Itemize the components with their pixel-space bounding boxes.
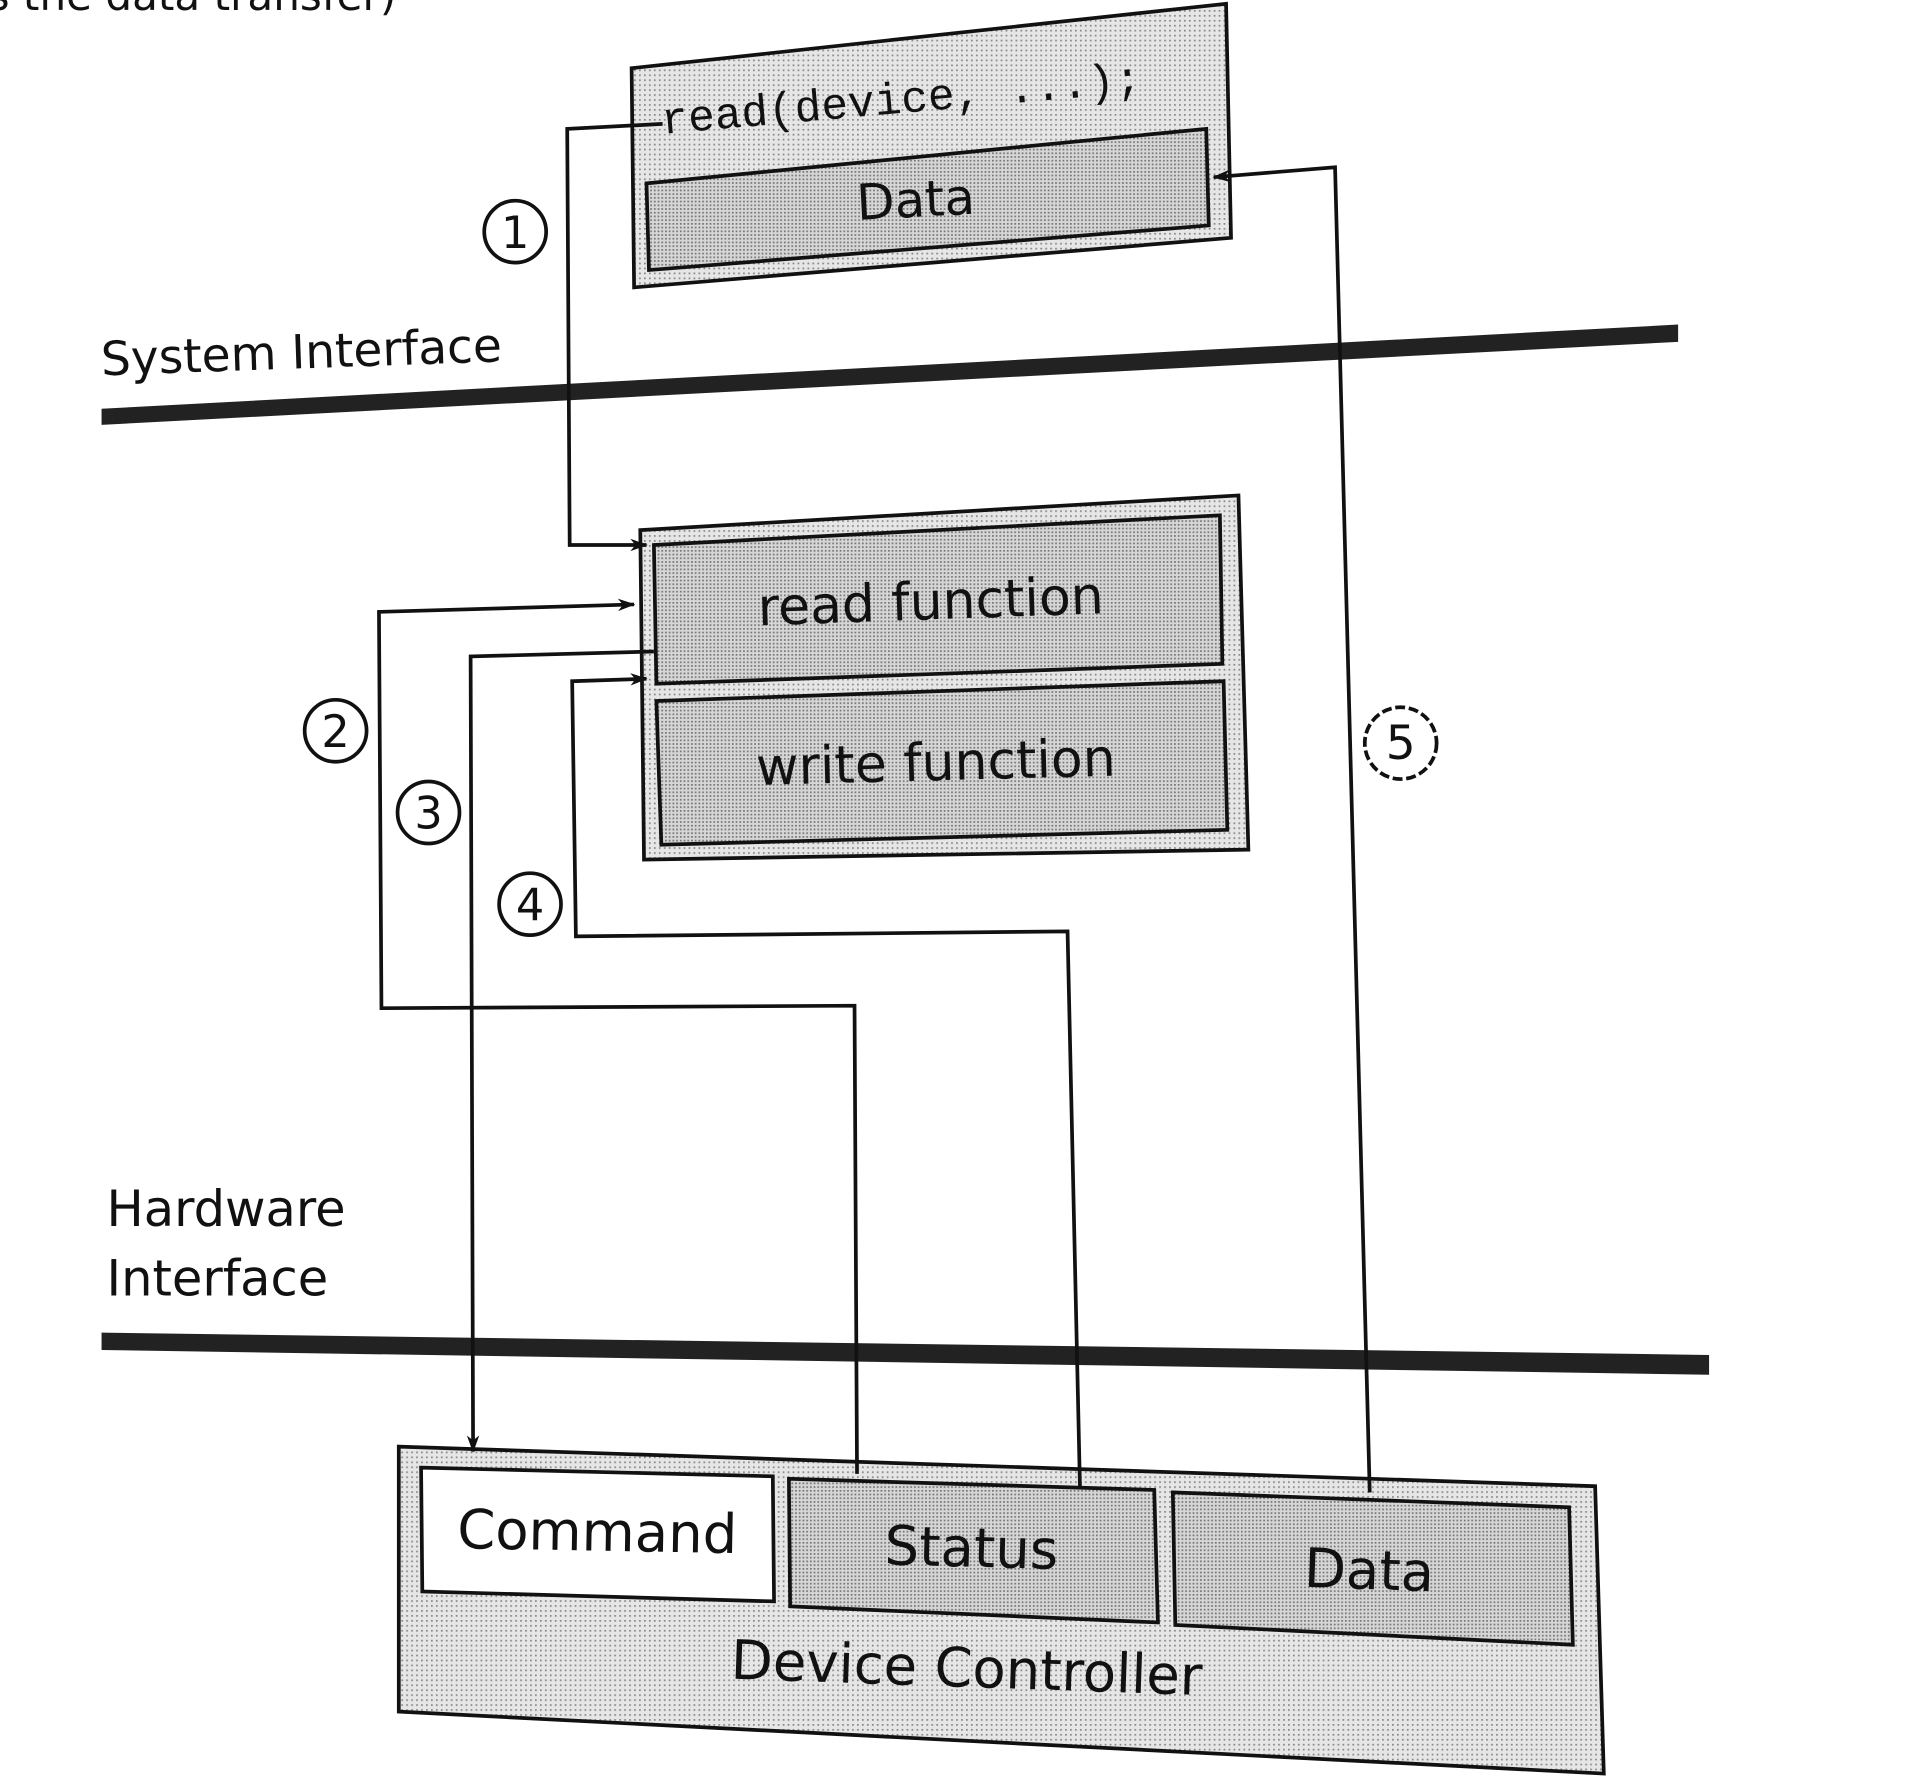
caption-fragment: s the data transfer)	[0, 0, 396, 20]
device-controller-box: Command Status Data Device Controller	[396, 1444, 1606, 1776]
step-3-marker: 3	[395, 779, 462, 846]
write-function-label: write function	[755, 729, 1116, 798]
step-2-arrow	[377, 598, 859, 1474]
step-1-marker: 1	[482, 198, 549, 265]
svg-text:2: 2	[321, 706, 349, 758]
status-register: Status	[787, 1476, 1160, 1625]
svg-text:5: 5	[1386, 716, 1416, 771]
step-4-arrow	[570, 673, 1082, 1487]
read-function-label: read function	[757, 566, 1105, 638]
user-data-label: Data	[855, 168, 976, 232]
user-data-buffer: Data	[644, 126, 1211, 273]
step-4-marker: 4	[497, 871, 563, 937]
svg-text:1: 1	[501, 207, 529, 259]
command-register: Command	[419, 1465, 776, 1604]
system-interface-label: System Interface	[100, 318, 503, 387]
hardware-interface-line	[101, 1332, 1710, 1375]
read-function-box: read function	[652, 513, 1225, 686]
step-markers: 1 2 3 4 5	[302, 198, 1439, 937]
svg-text:3: 3	[414, 788, 442, 840]
step-5-arrow	[1212, 165, 1372, 1493]
write-function-box: write function	[654, 679, 1230, 847]
step-1-arrow	[565, 122, 663, 552]
command-register-label: Command	[457, 1497, 738, 1566]
status-register-label: Status	[884, 1513, 1059, 1582]
hardware-interface-label-line1: Hardware	[107, 1180, 346, 1238]
hardware-interface-label-line2: Interface	[107, 1250, 329, 1308]
device-driver-box: read function write function	[638, 493, 1251, 862]
step-3-arrow	[466, 649, 654, 1453]
svg-text:4: 4	[516, 879, 544, 931]
step-2-marker: 2	[302, 697, 369, 764]
step-5-marker: 5	[1362, 705, 1439, 781]
user-program-box: read(device, ...); Data	[629, 1, 1233, 290]
system-interface-line	[101, 324, 1679, 425]
data-register: Data	[1170, 1490, 1575, 1647]
data-register-label: Data	[1303, 1536, 1435, 1605]
